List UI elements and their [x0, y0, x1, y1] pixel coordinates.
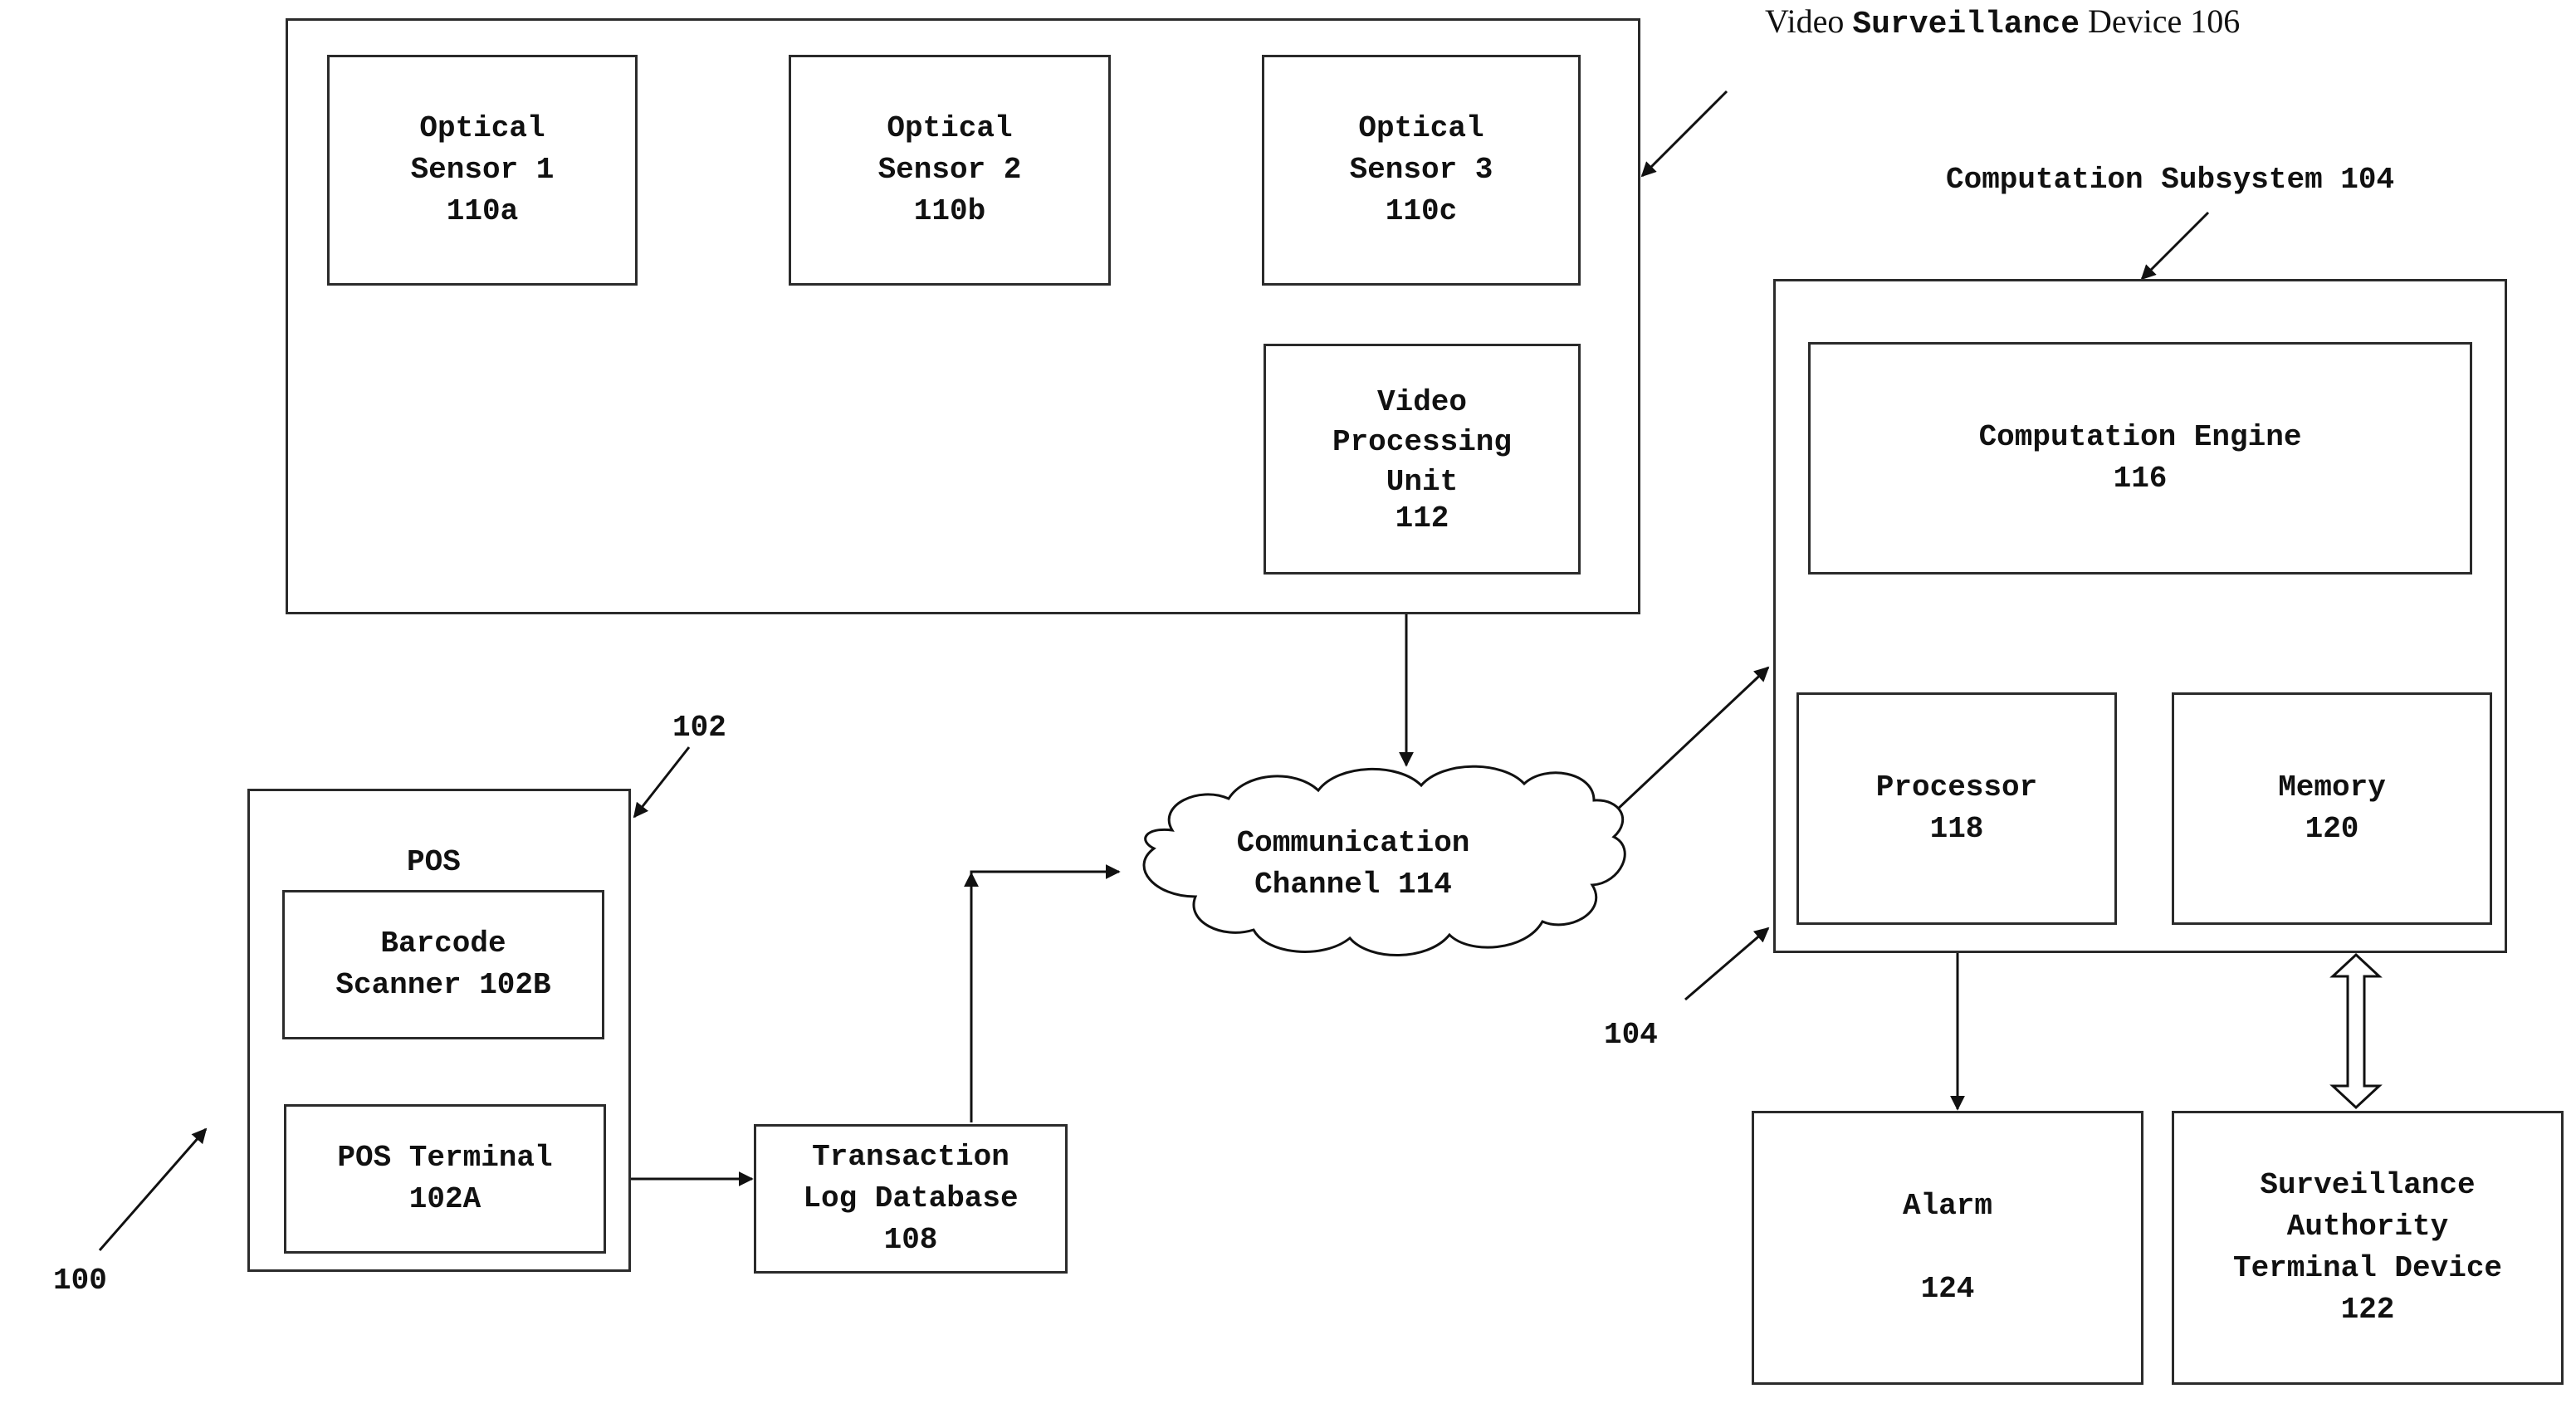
optical-sensor-1-label: Optical Sensor 1 110a: [410, 111, 555, 228]
transaction-log-database: [754, 1124, 1068, 1274]
pointer-100: [98, 1127, 208, 1251]
memory: [2172, 692, 2492, 925]
surveillance-authority-terminal-device-label: Surveillance Authority Terminal Device 1…: [2232, 1168, 2503, 1327]
surveillance-authority-terminal-device: [2172, 1111, 2564, 1385]
pos-terminal: [284, 1104, 606, 1254]
pos-terminal-label: POS Terminal 102A: [337, 1141, 553, 1216]
memory-label: Memory 120: [2278, 770, 2386, 846]
pos-title: POS: [407, 845, 461, 879]
alarm-label: Alarm 124: [1902, 1189, 1993, 1306]
computation-engine-label: Computation Engine 116: [1978, 420, 2302, 496]
pointer-102: [633, 746, 691, 819]
pointer-104: [1684, 927, 1770, 1001]
processor: [1796, 692, 2117, 925]
arrow-channel-computation: [1601, 666, 1770, 825]
alarm: [1752, 1111, 2143, 1385]
arrow-db-channel: [970, 864, 1121, 1122]
optical-sensor-2: [789, 55, 1111, 286]
video-processing-unit: [1264, 344, 1581, 575]
ref-label-102: 102: [672, 711, 726, 745]
barcode-scanner-label: Barcode Scanner 102B: [335, 927, 551, 1002]
optical-sensor-2-label: Optical Sensor 2 110b: [877, 111, 1022, 228]
optical-sensor-3: [1262, 55, 1581, 286]
transaction-log-database-label: Transaction Log Database 108: [803, 1140, 1019, 1257]
optical-sensor-1: [327, 55, 638, 286]
processor-label: Processor 118: [1875, 770, 2038, 846]
optical-sensor-3-label: Optical Sensor 3 110c: [1349, 111, 1493, 228]
computation-subsystem-title: Computation Subsystem 104: [1946, 163, 2395, 197]
channel-cloud-shape: [1142, 765, 1626, 956]
computation-engine: [1808, 342, 2472, 575]
barcode-scanner: [282, 890, 604, 1039]
ref-label-104: 104: [1604, 1018, 1658, 1052]
communication-channel-label: Communication Channel 114: [1236, 826, 1470, 902]
video-processing-unit-label: Video Processing Unit 112: [1332, 385, 1513, 535]
double-arrow-authority: [2329, 952, 2383, 1110]
ref-label-100: 100: [53, 1264, 107, 1298]
pointer-video-device: [1640, 90, 1728, 178]
video-device-title: Video Surveillance Device 106: [1765, 2, 2241, 42]
pointer-computation: [2140, 211, 2210, 281]
